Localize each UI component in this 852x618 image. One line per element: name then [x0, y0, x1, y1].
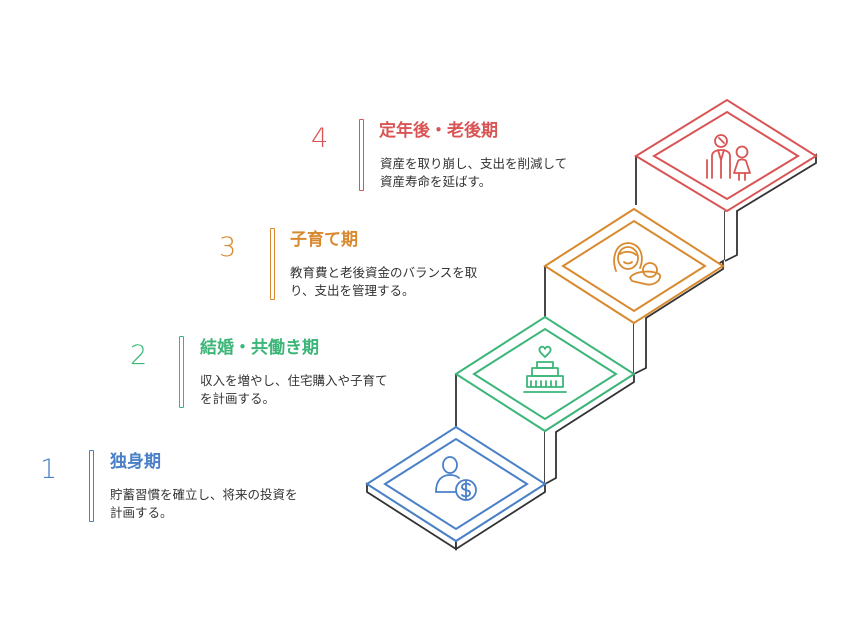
stage-desc-line-2: 計画する。	[110, 505, 173, 520]
stage-number: 3	[219, 232, 237, 263]
stage-desc-line-1: 資産を取り崩し、支出を削減して	[380, 156, 568, 171]
stage-number: 1	[40, 454, 58, 485]
elderly-couple-icon	[706, 134, 751, 181]
stage-bar	[270, 228, 275, 300]
step-4-top	[634, 98, 818, 213]
stage-number: 4	[311, 123, 329, 154]
stage-title: 独身期	[110, 452, 161, 472]
stage-title: 結婚・共働き期	[200, 338, 319, 358]
stage-title: 定年後・老後期	[379, 121, 498, 141]
stage-desc-line-2: 資産寿命を延ばす。	[380, 174, 492, 189]
stage-desc-line-2: を計画する。	[200, 391, 276, 406]
stage-number: 2	[130, 340, 148, 371]
stage-desc-line-1: 教育費と老後資金のバランスを取	[290, 265, 478, 280]
stage-bar	[179, 336, 184, 408]
step-1-top	[365, 425, 547, 543]
stage-title: 子育て期	[290, 230, 358, 250]
wedding-cake-icon	[523, 345, 567, 393]
stage-desc-line-2: り、支出を管理する。	[290, 283, 415, 298]
stage-bar	[359, 119, 364, 191]
stage-desc-line-1: 貯蓄習慣を確立し、将来の投資を	[110, 487, 298, 502]
stage-desc-line-1: 収入を増やし、住宅購入や子育て	[200, 373, 388, 388]
stage-bar	[89, 450, 94, 522]
person-dollar-icon	[435, 456, 477, 501]
step-2-top	[454, 315, 636, 433]
mother-baby-icon	[613, 242, 661, 286]
